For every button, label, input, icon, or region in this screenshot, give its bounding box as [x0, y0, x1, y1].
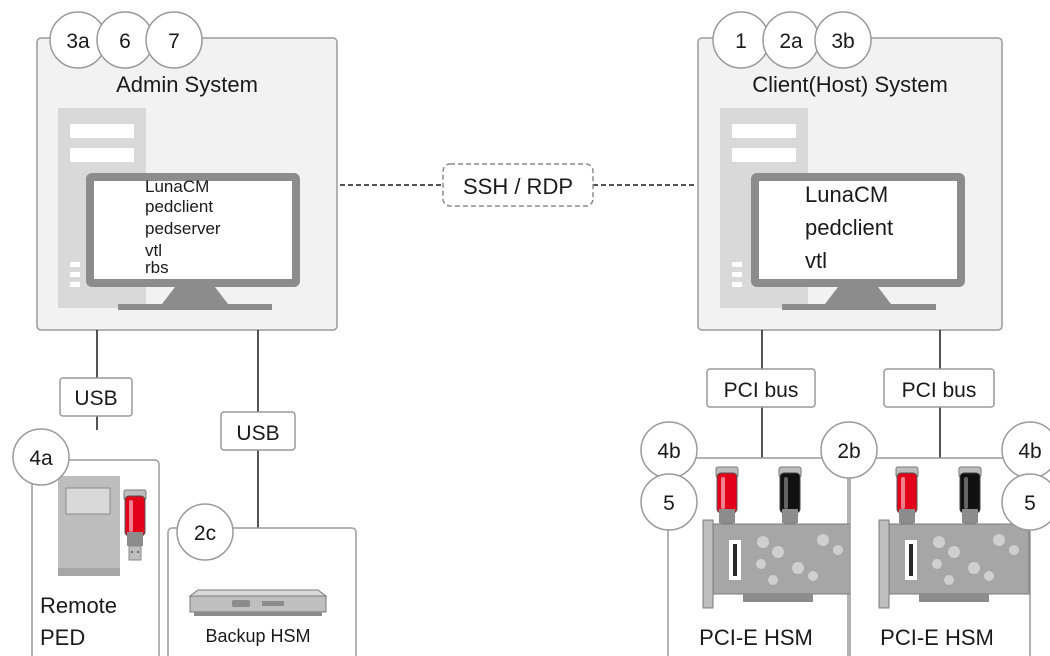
- client-software-item: vtl: [805, 248, 827, 273]
- step-badge: 3a: [49, 11, 107, 69]
- backup-hsm-label: Backup HSM: [205, 626, 310, 646]
- pcie-hsm-label: PCI-E HSM: [880, 625, 994, 650]
- admin-software-item: pedclient: [145, 197, 213, 216]
- step-badge-label: 2c: [194, 522, 216, 545]
- step-badge: 1: [712, 11, 770, 69]
- pci-bus-label-box: [883, 368, 995, 408]
- step-badge: 5: [640, 473, 698, 531]
- step-badge: 3b: [814, 11, 872, 69]
- admin-system-title: Admin System: [116, 72, 258, 97]
- step-badge-label: 4b: [657, 440, 680, 463]
- pcie-hsm-label: PCI-E HSM: [699, 625, 813, 650]
- step-badge-label: 4a: [29, 447, 53, 470]
- admin-software-item: rbs: [145, 258, 169, 277]
- step-badge: 4b: [640, 421, 698, 479]
- step-badge: 2a: [762, 11, 820, 69]
- step-badge: 6: [96, 11, 154, 69]
- step-badge-label: 3a: [66, 30, 90, 53]
- step-badge-label: 4b: [1018, 440, 1041, 463]
- step-badge-label: 7: [168, 30, 180, 53]
- pci-bus-label: PCI bus: [724, 379, 799, 402]
- client-computer-icon: [720, 108, 965, 310]
- admin-software-item: vtl: [145, 241, 162, 260]
- step-badge-label: 2a: [779, 30, 803, 53]
- usb-link-label: USB: [74, 387, 117, 410]
- step-badge-label: 3b: [831, 30, 854, 53]
- step-badge-label: 5: [1024, 492, 1036, 515]
- remote-ped-label: PED: [40, 625, 85, 650]
- pci-bus-label: PCI bus: [902, 379, 977, 402]
- remote-ped-label: Remote: [40, 593, 117, 618]
- client-system-title: Client(Host) System: [752, 72, 948, 97]
- client-software-item: LunaCM: [805, 182, 888, 207]
- step-badge: 2c: [176, 503, 234, 561]
- admin-computer-icon: [58, 108, 300, 310]
- step-badge-label: 6: [119, 30, 131, 53]
- admin-software-item: LunaCM: [145, 177, 209, 196]
- ssh-rdp-connection: [340, 163, 696, 207]
- client-software-item: pedclient: [805, 215, 893, 240]
- connection-label: SSH / RDP: [463, 174, 573, 199]
- pci-bus-label-box: [706, 368, 816, 408]
- usb-link-label: USB: [236, 422, 279, 445]
- step-badge-label: 5: [663, 492, 675, 515]
- usb-link-label-box: [59, 377, 133, 417]
- step-badge-label: 2b: [837, 440, 860, 463]
- step-badge: 4b: [1001, 421, 1050, 479]
- usb-link-label-box: [220, 411, 296, 451]
- step-badge: 2b: [820, 421, 878, 479]
- backup-hsm-icon: [188, 589, 328, 616]
- step-badge-label: 1: [735, 30, 747, 53]
- step-badge: 5: [1001, 473, 1050, 531]
- admin-software-item: pedserver: [145, 219, 221, 238]
- step-badge: 7: [145, 11, 203, 69]
- step-badge: 4a: [12, 428, 70, 486]
- ped-device-icon: [58, 476, 120, 576]
